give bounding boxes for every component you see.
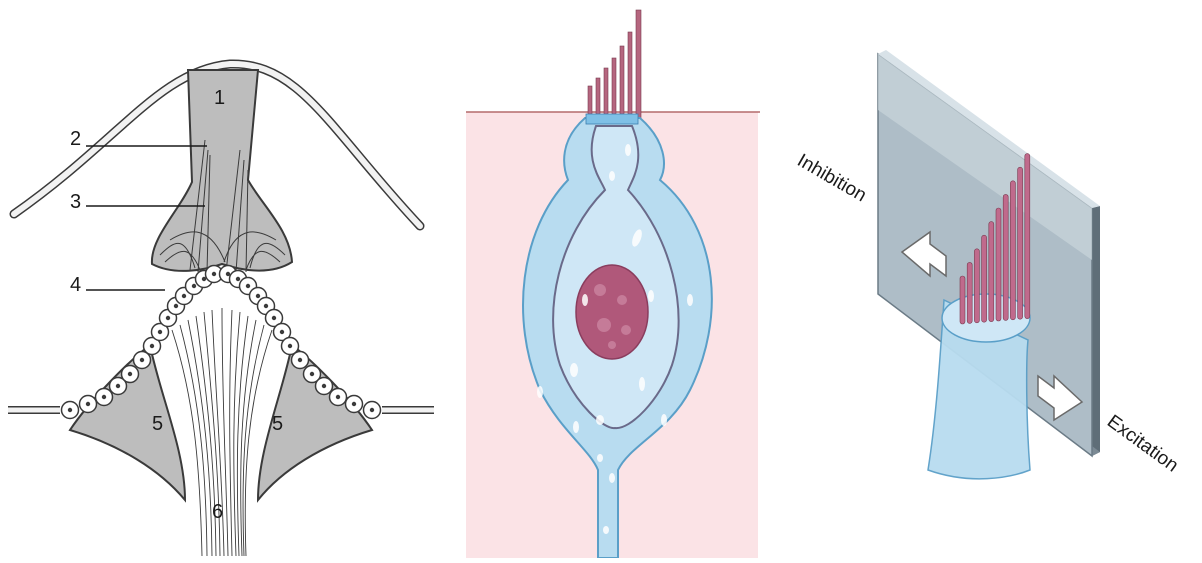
- stereocilium: [960, 276, 965, 324]
- cell-nucleus-dot: [236, 277, 240, 281]
- label-1: 1: [214, 87, 225, 109]
- excitation-label: Excitation: [1103, 411, 1182, 476]
- label-4: 4: [70, 274, 81, 296]
- inhibition-label: Inhibition: [794, 150, 870, 206]
- label-5-right: 5: [272, 413, 283, 435]
- cell-nucleus-dot: [256, 294, 260, 298]
- cell-nucleus-dot: [264, 304, 268, 308]
- stereocilium: [1018, 167, 1023, 319]
- cell-nucleus-dot: [288, 344, 292, 348]
- kinocilium: [636, 10, 641, 120]
- cell-nucleus-dot: [86, 402, 90, 406]
- stereocilium: [974, 249, 979, 323]
- cell-nucleus-dot: [246, 284, 250, 288]
- cell-nucleus-dot: [272, 316, 276, 320]
- stereocilia: [588, 10, 641, 120]
- cell-nucleus-dot: [212, 272, 216, 276]
- cell-nucleus-dot: [370, 408, 374, 412]
- cell-nucleus-dot: [174, 304, 178, 308]
- stereocilium: [996, 208, 1001, 321]
- label-5-left: 5: [152, 413, 163, 435]
- cell-nucleus-dot: [182, 294, 186, 298]
- cell-nucleus-dot: [116, 384, 120, 388]
- cell-nucleus-dot: [352, 402, 356, 406]
- stereocilium: [1003, 194, 1008, 320]
- stereocilium: [989, 222, 994, 322]
- cell-nucleus-dot: [68, 408, 72, 412]
- cell-nucleus-dot: [150, 344, 154, 348]
- stereocilium: [1010, 181, 1015, 320]
- cell-nucleus-dot: [158, 330, 162, 334]
- cell-nucleus-dot: [336, 395, 340, 399]
- cell-nucleus-dot: [166, 316, 170, 320]
- cell-nucleus-dot: [280, 330, 284, 334]
- crista-ampullaris-panel: 1 2 3 4 5 5 6: [8, 64, 434, 556]
- stereocilium: [982, 235, 987, 322]
- label-2: 2: [70, 128, 81, 150]
- cell-nucleus-dot: [310, 372, 314, 376]
- hair-cell-panel: [466, 10, 760, 558]
- stereocilium: [1025, 154, 1030, 319]
- cell-nucleus-dot: [322, 384, 326, 388]
- cell-nucleus-dot: [298, 358, 302, 362]
- cell-nucleus-dot: [140, 358, 144, 362]
- plate-side: [1092, 206, 1100, 456]
- hair-cell-layer: [62, 266, 381, 419]
- cell-nucleus-dot: [102, 395, 106, 399]
- label-6: 6: [212, 501, 223, 523]
- stereocilium: [967, 262, 972, 323]
- directional-sensitivity-panel: Inhibition Excitation: [794, 50, 1183, 479]
- cell-nucleus-dot: [128, 372, 132, 376]
- label-3: 3: [70, 191, 81, 213]
- cell-nucleus-dot: [192, 284, 196, 288]
